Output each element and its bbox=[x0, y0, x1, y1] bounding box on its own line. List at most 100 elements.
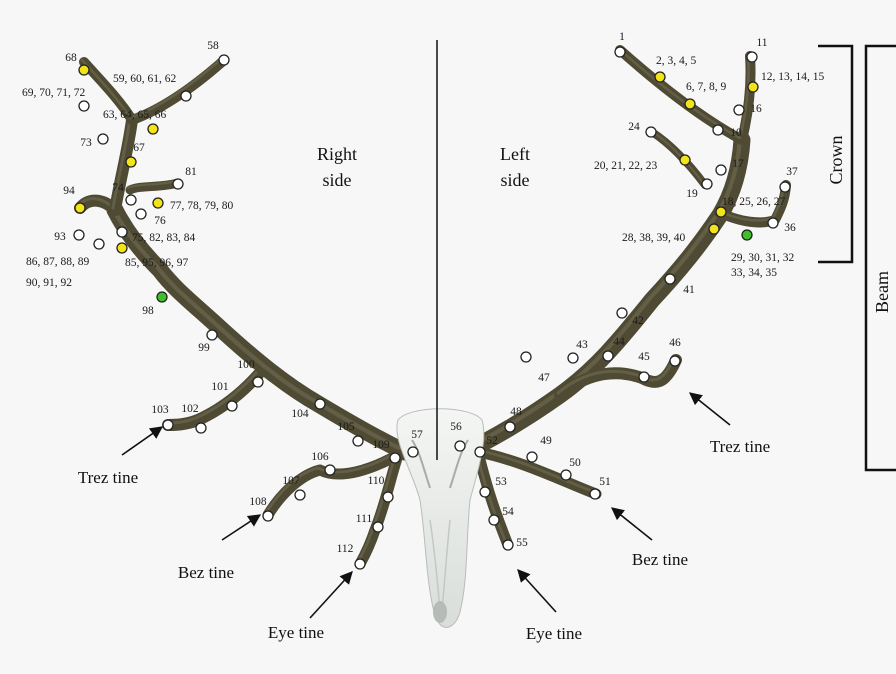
landmark-marker-yellow bbox=[126, 157, 136, 167]
landmark-label: 73 bbox=[80, 137, 92, 149]
landmark-marker-white bbox=[768, 218, 778, 228]
landmark-marker-white bbox=[219, 55, 229, 65]
antler-segment bbox=[652, 132, 705, 185]
landmark-label: 105 bbox=[337, 421, 355, 433]
landmark-label: 106 bbox=[311, 451, 329, 463]
landmark-marker-white bbox=[670, 356, 680, 366]
landmark-label: 24 bbox=[628, 121, 640, 133]
landmark-label: 107 bbox=[282, 475, 300, 487]
landmark-label: 109 bbox=[372, 439, 390, 451]
landmark-marker-white bbox=[207, 330, 217, 340]
landmark-marker-yellow bbox=[680, 155, 690, 165]
landmark-marker-white bbox=[196, 423, 206, 433]
landmark-marker-white bbox=[480, 487, 490, 497]
landmark-label: 81 bbox=[185, 166, 197, 178]
landmark-marker-white bbox=[353, 436, 363, 446]
landmark-label: 110 bbox=[368, 475, 385, 487]
landmark-label: 47 bbox=[538, 372, 550, 384]
landmark-marker-white bbox=[355, 559, 365, 569]
landmark-label: 59, 60, 61, 62 bbox=[113, 73, 177, 85]
landmark-marker-white bbox=[74, 230, 84, 240]
landmark-label: 76 bbox=[154, 215, 166, 227]
landmark-label: 2, 3, 4, 5 bbox=[656, 55, 697, 67]
landmark-marker-yellow bbox=[148, 124, 158, 134]
landmark-label: 108 bbox=[249, 496, 267, 508]
landmark-marker-white bbox=[79, 101, 89, 111]
landmark-marker-white bbox=[373, 522, 383, 532]
landmark-label: 67 bbox=[133, 142, 145, 154]
landmark-label: 56 bbox=[450, 421, 462, 433]
landmark-marker-white bbox=[734, 105, 744, 115]
landmark-label: 29, 30, 31, 32 bbox=[731, 252, 795, 264]
right-side-label-line2: side bbox=[323, 170, 352, 190]
landmark-marker-white bbox=[253, 377, 263, 387]
beam-label: Beam bbox=[872, 271, 892, 313]
landmark-marker-white bbox=[505, 422, 515, 432]
landmark-marker-white bbox=[163, 420, 173, 430]
landmark-marker-white bbox=[98, 134, 108, 144]
landmark-marker-white bbox=[568, 353, 578, 363]
landmark-marker-white bbox=[527, 452, 537, 462]
landmark-label: 44 bbox=[613, 336, 625, 348]
landmark-label: 86, 87, 88, 89 bbox=[26, 256, 90, 268]
landmark-label: 12, 13, 14, 15 bbox=[761, 71, 825, 83]
landmark-label: 85, 95, 96, 97 bbox=[125, 257, 189, 269]
landmark-marker-yellow bbox=[153, 198, 163, 208]
landmark-label: 74 bbox=[112, 182, 124, 194]
eye-tine-left-label: Eye tine bbox=[526, 624, 582, 643]
trez-left-arrow bbox=[690, 393, 730, 425]
landmark-marker-white bbox=[780, 182, 790, 192]
landmark-label: 54 bbox=[502, 506, 514, 518]
landmark-marker-white bbox=[503, 540, 513, 550]
landmark-label: 57 bbox=[411, 429, 423, 441]
landmark-label: 49 bbox=[540, 435, 552, 447]
landmark-label: 37 bbox=[786, 166, 798, 178]
landmark-marker-white bbox=[475, 447, 485, 457]
landmark-marker-white bbox=[315, 399, 325, 409]
landmark-label: 20, 21, 22, 23 bbox=[594, 160, 658, 172]
landmark-marker-yellow bbox=[75, 203, 85, 213]
landmark-marker-white bbox=[702, 179, 712, 189]
landmark-marker-white bbox=[489, 515, 499, 525]
landmark-label: 104 bbox=[291, 408, 309, 420]
landmark-marker-white bbox=[639, 372, 649, 382]
landmark-label: 16 bbox=[750, 103, 762, 115]
landmark-marker-white bbox=[227, 401, 237, 411]
landmark-marker-yellow bbox=[117, 243, 127, 253]
landmark-label: 45 bbox=[638, 351, 650, 363]
landmark-label: 102 bbox=[181, 403, 199, 415]
landmark-marker-white bbox=[747, 52, 757, 62]
landmark-marker-white bbox=[173, 179, 183, 189]
landmark-label: 68 bbox=[65, 52, 77, 64]
landmark-marker-white bbox=[455, 441, 465, 451]
landmark-marker-white bbox=[408, 447, 418, 457]
landmark-marker-white bbox=[603, 351, 613, 361]
landmark-marker-white bbox=[181, 91, 191, 101]
landmark-label: 1 bbox=[619, 31, 625, 43]
landmark-label: 111 bbox=[356, 513, 373, 525]
eye-right-arrow bbox=[310, 572, 352, 618]
landmark-label: 48 bbox=[510, 406, 522, 418]
landmark-marker-yellow bbox=[709, 224, 719, 234]
bez-tine-left-label: Bez tine bbox=[632, 550, 688, 569]
landmark-marker-white bbox=[390, 453, 400, 463]
landmark-label: 52 bbox=[486, 435, 498, 447]
landmark-marker-white bbox=[646, 127, 656, 137]
landmark-label: 42 bbox=[632, 315, 644, 327]
landmark-label: 55 bbox=[516, 537, 528, 549]
landmark-marker-white bbox=[136, 209, 146, 219]
landmark-marker-yellow bbox=[748, 82, 758, 92]
landmark-marker-white bbox=[325, 465, 335, 475]
antler-segment bbox=[478, 452, 508, 545]
landmark-label: 99 bbox=[198, 342, 210, 354]
trez-tine-left-label: Trez tine bbox=[710, 437, 770, 456]
bez-tine-right-label: Bez tine bbox=[178, 563, 234, 582]
landmark-marker-yellow bbox=[685, 99, 695, 109]
eye-left-arrow bbox=[518, 570, 556, 612]
landmark-label: 53 bbox=[495, 476, 507, 488]
landmark-label: 51 bbox=[599, 476, 611, 488]
landmark-marker-white bbox=[126, 195, 136, 205]
landmark-label: 69, 70, 71, 72 bbox=[22, 87, 86, 99]
landmark-label: 101 bbox=[211, 381, 229, 393]
